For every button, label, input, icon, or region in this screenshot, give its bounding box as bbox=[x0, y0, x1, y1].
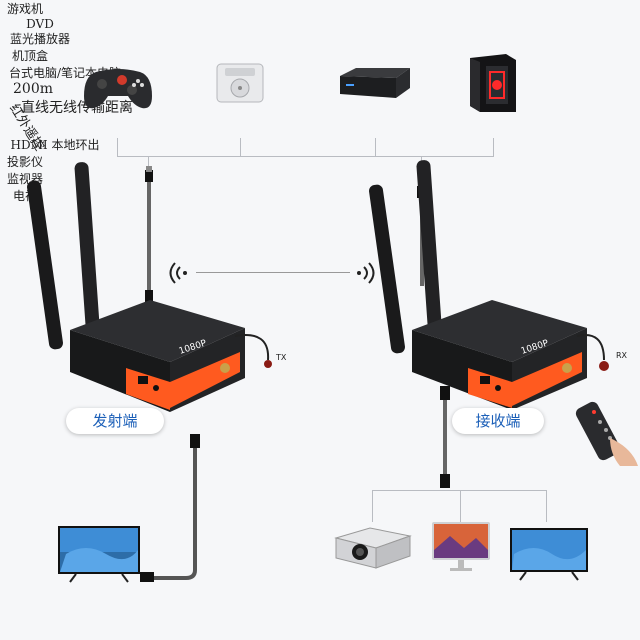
source-label-dvd-line1: DVD 蓝光播放器 bbox=[0, 17, 80, 47]
remote-control-icon bbox=[575, 401, 638, 466]
projector-icon bbox=[334, 527, 412, 569]
transmitter-device: 1080P TX bbox=[27, 162, 287, 412]
wireless-signal-icon-right bbox=[357, 262, 375, 284]
hdmi-cable-rx-output bbox=[440, 386, 450, 488]
loopout-tv-icon bbox=[58, 526, 140, 583]
hdmi-cable-tx-input bbox=[145, 166, 153, 302]
set-top-box-icon bbox=[340, 68, 410, 98]
receiver-label: 接收端 bbox=[452, 408, 544, 434]
tx-tag: TX bbox=[275, 353, 287, 362]
output-tv-icon bbox=[510, 528, 588, 581]
hdmi-cable-loopout bbox=[140, 434, 200, 582]
source-label-dvd: DVD 蓝光播放器 bbox=[9, 17, 70, 46]
transmitter-label: 发射端 bbox=[66, 408, 164, 434]
source-label-gamepad: 游戏机 bbox=[6, 2, 43, 16]
output-label-projector: 投影仪 bbox=[6, 155, 43, 169]
dvd-player-icon bbox=[216, 63, 264, 103]
loopout-label: HDMI 本地环出 bbox=[10, 138, 100, 152]
wireless-signal-icon-left bbox=[169, 262, 187, 284]
receiver-device: 1080P RX bbox=[369, 160, 628, 410]
distance-caption: 直线无线传输距离 bbox=[21, 100, 133, 116]
desktop-pc-icon bbox=[470, 54, 516, 112]
monitor-icon bbox=[432, 522, 490, 571]
source-label-stb: 机顶盒 bbox=[11, 49, 48, 63]
rx-tag: RX bbox=[616, 351, 628, 360]
gamepad-icon bbox=[84, 69, 152, 109]
distance-value: 200m bbox=[0, 81, 66, 97]
